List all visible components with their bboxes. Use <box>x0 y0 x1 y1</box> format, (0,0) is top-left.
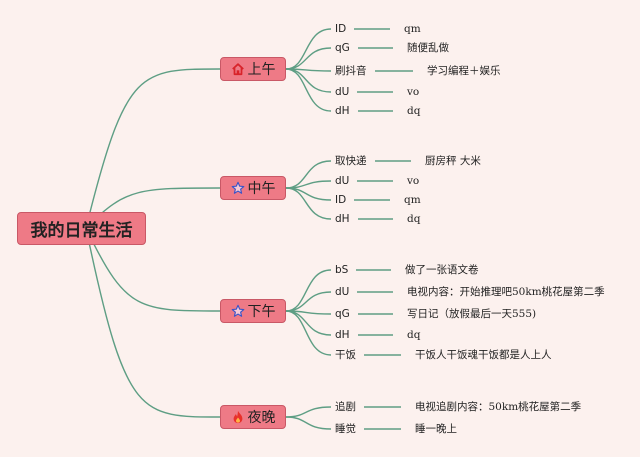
branch-label: 中午 <box>247 181 276 197</box>
item-value: 电视追剧内容：50km桃花屋第二季 <box>415 401 582 413</box>
item-value: dq <box>407 213 421 225</box>
star-icon <box>231 181 244 194</box>
fire-icon <box>233 410 242 424</box>
branch-noon[interactable]: 中午 <box>220 176 286 200</box>
item-key: 追剧 <box>335 401 356 413</box>
branch-evening[interactable]: 夜晚 <box>220 405 286 429</box>
item-value: qm <box>404 23 421 35</box>
item-value: 睡一晚上 <box>415 423 457 435</box>
item-key: 取快递 <box>335 155 367 167</box>
branch-label: 下午 <box>247 304 276 320</box>
home-icon <box>231 63 244 76</box>
root-node[interactable]: 我的日常生活 <box>17 212 146 245</box>
star-icon <box>231 304 244 317</box>
item-value: 学习编程＋娱乐 <box>427 65 501 77</box>
branch-label: 上午 <box>247 62 276 78</box>
item-value: dq <box>407 329 421 341</box>
branch-item-connector <box>285 269 332 312</box>
item-value: qm <box>404 194 421 206</box>
item-value: 做了一张语文卷 <box>405 264 479 276</box>
item-key: dU <box>335 86 350 98</box>
branch-item-connector <box>285 47 332 70</box>
branch-item-connector <box>285 187 332 220</box>
root-branch-connector <box>87 231 221 312</box>
item-key: ID <box>335 194 347 206</box>
item-value: vo <box>407 175 420 187</box>
root-label: 我的日常生活 <box>30 221 133 241</box>
item-value: 干饭人干饭魂干饭都是人上人 <box>415 349 552 361</box>
item-value: 厨房秤 大米 <box>425 155 481 167</box>
item-key: dH <box>335 329 350 341</box>
root-branch-connector <box>87 68 221 221</box>
branch-item-connector <box>285 68 332 112</box>
branch-item-connector <box>285 180 332 189</box>
item-key: bS <box>335 264 349 276</box>
branch-item-connector <box>285 291 332 312</box>
branch-item-connector <box>285 68 332 93</box>
item-key: qG <box>335 308 350 320</box>
item-key: dH <box>335 105 350 117</box>
item-value: 写日记（放假最后一天555) <box>407 308 537 320</box>
item-key: 睡觉 <box>335 423 356 435</box>
item-key: ID <box>335 23 347 35</box>
branch-item-connector <box>285 310 332 356</box>
item-value: dq <box>407 105 421 117</box>
root-branch-connector <box>87 237 221 418</box>
item-key: 刷抖音 <box>335 65 367 77</box>
item-value: 随便乱做 <box>407 42 449 54</box>
branch-label: 夜晚 <box>247 410 276 426</box>
item-key: dU <box>335 286 350 298</box>
item-value: vo <box>407 86 420 98</box>
item-value: 电视内容：开始推理吧50km桃花屋第二季 <box>407 286 605 298</box>
branch-afternoon[interactable]: 下午 <box>220 299 286 323</box>
branch-morning[interactable]: 上午 <box>220 57 286 81</box>
branch-item-connector <box>285 416 332 430</box>
item-key: 干饭 <box>335 349 356 361</box>
item-key: dU <box>335 175 350 187</box>
item-key: qG <box>335 42 350 54</box>
branch-item-connector <box>285 406 332 418</box>
item-key: dH <box>335 213 350 225</box>
